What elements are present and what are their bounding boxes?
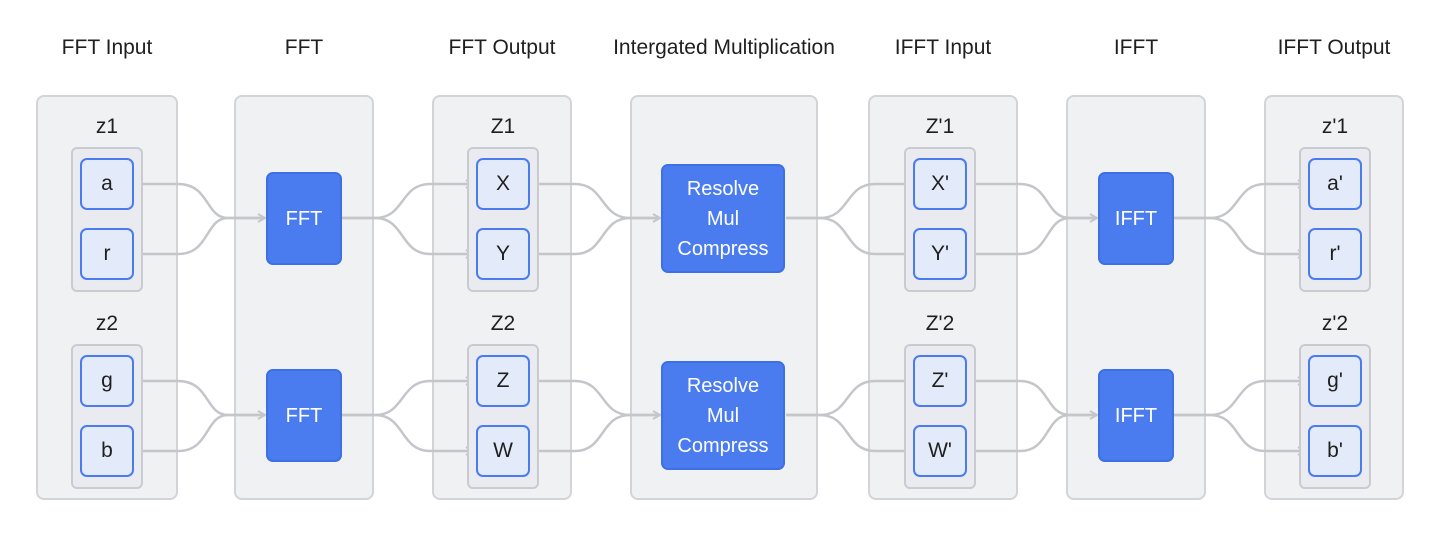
group-label-Z-prime-2: Z'2 bbox=[925, 312, 955, 335]
node-X-prime: X' bbox=[913, 158, 967, 210]
col-title-ifft-input: IFFT Input bbox=[894, 36, 992, 59]
node-b: b bbox=[80, 425, 134, 477]
col-title-ifft: IFFT bbox=[1113, 36, 1159, 59]
col-title-fft-output: FFT Output bbox=[448, 36, 556, 59]
wire-ifft1-a2 bbox=[1174, 184, 1305, 220]
wire-fft2-w bbox=[342, 413, 473, 451]
ifft-block-1: IFFT bbox=[1098, 172, 1174, 265]
col-title-fft-input: FFT Input bbox=[61, 36, 153, 59]
wire-y2-ifft1 bbox=[966, 216, 1097, 256]
node-r: r bbox=[80, 228, 134, 280]
col-title-mult: Intergated Multiplication bbox=[613, 36, 835, 59]
node-b-prime: b' bbox=[1308, 425, 1362, 477]
wire-ifft2-b2 bbox=[1174, 413, 1305, 451]
wire-mult2-w2 bbox=[786, 413, 913, 451]
wire-a-fft1 bbox=[136, 182, 265, 218]
wire-y-mult1 bbox=[530, 216, 660, 256]
group-label-Z-prime-1: Z'1 bbox=[925, 115, 955, 138]
node-a-prime: a' bbox=[1308, 158, 1362, 210]
wire-z-mult2 bbox=[530, 379, 660, 415]
group-label-z1: z1 bbox=[95, 115, 119, 138]
wire-mult2-z2 bbox=[786, 381, 913, 417]
group-label-Z1: Z1 bbox=[490, 115, 516, 138]
ifft-block-2: IFFT bbox=[1098, 369, 1174, 462]
node-Z-prime: Z' bbox=[913, 355, 967, 407]
fft-block-1: FFT bbox=[266, 172, 342, 265]
wire-fft1-x bbox=[342, 184, 473, 220]
group-label-z-prime-1: z'1 bbox=[1321, 115, 1349, 138]
node-g: g bbox=[80, 355, 134, 407]
wire-mult1-y2 bbox=[786, 216, 913, 254]
group-label-Z2: Z2 bbox=[490, 312, 516, 335]
wire-g-fft2 bbox=[136, 379, 265, 415]
node-g-prime: g' bbox=[1308, 355, 1362, 407]
node-W: W bbox=[476, 425, 530, 477]
wire-x2-ifft1 bbox=[966, 182, 1097, 218]
node-X: X bbox=[476, 158, 530, 210]
wire-w2-ifft2 bbox=[966, 413, 1097, 453]
wire-ifft2-g2 bbox=[1174, 381, 1305, 417]
node-Z: Z bbox=[476, 355, 530, 407]
group-label-z-prime-2: z'2 bbox=[1321, 312, 1349, 335]
col-title-ifft-output: IFFT Output bbox=[1277, 36, 1391, 59]
node-W-prime: W' bbox=[913, 425, 967, 477]
wire-ifft1-r2 bbox=[1174, 216, 1305, 254]
node-r-prime: r' bbox=[1308, 228, 1362, 280]
col-title-fft: FFT bbox=[284, 36, 324, 59]
node-Y-prime: Y' bbox=[913, 228, 967, 280]
wire-x-mult1 bbox=[530, 182, 660, 218]
wire-z2-ifft2 bbox=[966, 379, 1097, 415]
wire-fft2-z bbox=[342, 381, 473, 417]
node-Y: Y bbox=[476, 228, 530, 280]
wire-w-mult2 bbox=[530, 413, 660, 453]
group-label-z2: z2 bbox=[95, 312, 119, 335]
wire-r-fft1 bbox=[136, 216, 265, 256]
fft-block-2: FFT bbox=[266, 369, 342, 462]
wire-mult1-x2 bbox=[786, 184, 913, 220]
mult-block-2: Resolve Mul Compress bbox=[661, 361, 785, 470]
mult-block-1: Resolve Mul Compress bbox=[661, 164, 785, 273]
wire-fft1-y bbox=[342, 216, 473, 254]
wire-b-fft2 bbox=[136, 413, 265, 453]
node-a: a bbox=[80, 158, 134, 210]
